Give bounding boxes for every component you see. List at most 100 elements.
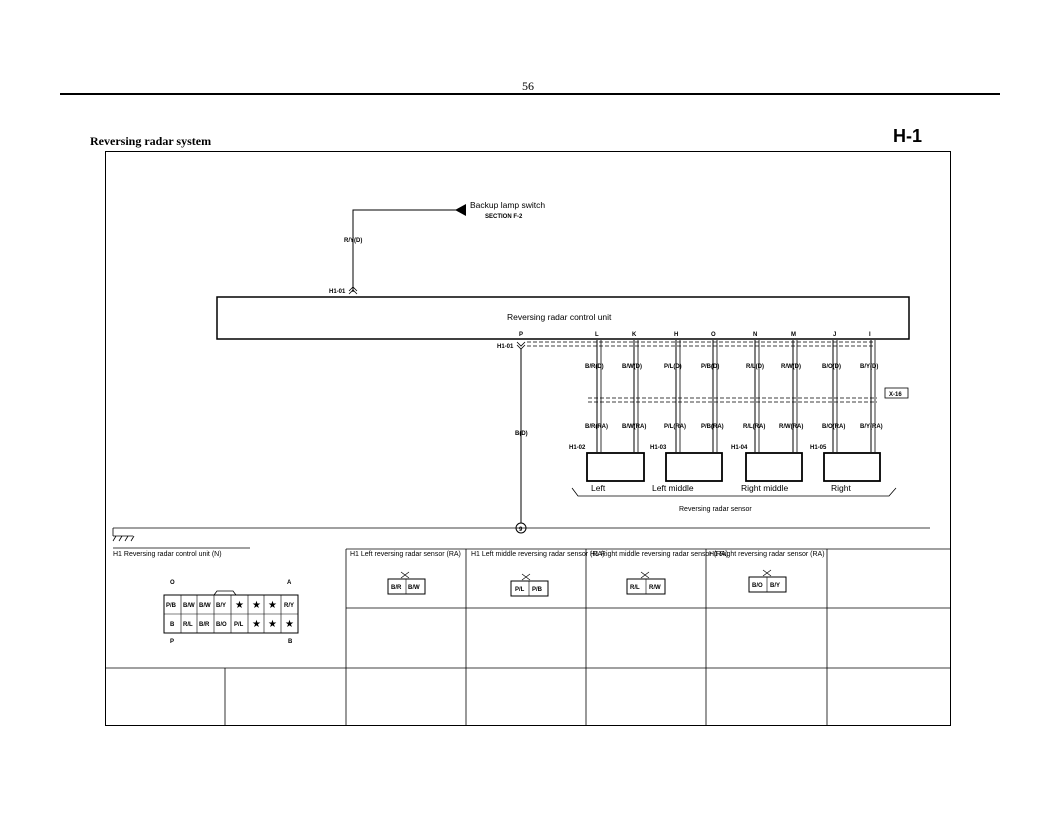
output-pin-label: K xyxy=(632,332,637,338)
sensor-box xyxy=(665,452,723,482)
pin-cell: ★ xyxy=(268,600,277,611)
pin-cell: B/R xyxy=(391,585,402,591)
switch-label: Backup lamp switch xyxy=(470,200,545,210)
output-pin-label: O xyxy=(711,332,716,338)
switch-icon xyxy=(455,204,466,216)
sensor-left-middle: H1-03 Left middle xyxy=(650,445,723,493)
sensor-box xyxy=(745,452,803,482)
wire-d-label: R/W(D) xyxy=(781,364,801,370)
wire-ra-label: B/W(RA) xyxy=(622,424,646,430)
output-pin-label: I xyxy=(869,332,871,338)
output-pin-label: N xyxy=(753,332,757,338)
pin-cell: R/L xyxy=(630,585,640,591)
pin-cell: ★ xyxy=(285,619,294,630)
switch-wire xyxy=(352,209,457,292)
pin-cell: ★ xyxy=(252,619,261,630)
output-pin-column-6: J B/O(D) B/O(RA) xyxy=(822,332,845,452)
junction-label: X-16 xyxy=(889,392,902,398)
wire-d-label: B/R(D) xyxy=(585,364,604,370)
header-rule xyxy=(60,93,1000,95)
input-wire-label: R/Y(D) xyxy=(344,238,362,244)
pin-cell: B/W xyxy=(199,603,211,609)
sensor-left: H1-02 Left xyxy=(569,445,645,493)
wire-d-label: R/L(D) xyxy=(746,364,764,370)
sensor-label: Left xyxy=(591,483,606,493)
wire-ra-label: R/L(RA) xyxy=(743,424,765,430)
output-pin-column-2: H P/L(D) P/L(RA) xyxy=(664,332,686,452)
ground-icon xyxy=(112,528,135,542)
pin-cell: P/B xyxy=(166,603,177,609)
wire-ra-label: P/B(RA) xyxy=(701,424,724,430)
output-pin-label: J xyxy=(833,332,836,338)
corner-label: A xyxy=(287,580,292,586)
pin-cell: P/L xyxy=(515,587,525,593)
wire-d-label: P/B(D) xyxy=(701,364,719,370)
sensor-connector-title: H1 Left middle reversing radar sensor (R… xyxy=(471,551,604,558)
output-pin-column-7: I B/Y(D) B/Y(RA) xyxy=(860,332,883,452)
sensor-connector-label: H1-04 xyxy=(731,445,748,451)
sensor-connector-right: H1 Right reversing radar sensor (RA) B/O… xyxy=(709,551,825,593)
harness-top xyxy=(527,341,873,347)
page-number: 56 xyxy=(522,79,534,93)
input-connector-label: H1-01 xyxy=(329,289,346,295)
pin-cell: R/Y xyxy=(284,603,294,609)
sensor-connector-label: H1-05 xyxy=(810,445,827,451)
junction-box xyxy=(884,387,909,399)
wire-ra-label: B/Y(RA) xyxy=(860,424,883,430)
output-pin-label: M xyxy=(791,332,796,338)
output-pin-column-4: N R/L(D) R/L(RA) xyxy=(743,332,765,452)
pin-cell: ★ xyxy=(235,600,244,611)
control-unit-label: Reversing radar control unit xyxy=(507,312,612,322)
input-terminal-icon xyxy=(348,286,358,295)
sensor-right: H1-05 Right xyxy=(810,445,881,493)
output-pin-label: H xyxy=(674,332,678,338)
sensor-label: Left middle xyxy=(652,483,694,493)
pin-cell: B/Y xyxy=(216,603,226,609)
output-connector-label: H1-01 xyxy=(497,344,514,350)
sensor-box xyxy=(586,452,645,482)
output-pin-column-5: M R/W(D) R/W(RA) xyxy=(779,332,803,452)
sensor-label: Right middle xyxy=(741,483,789,493)
sensor-box xyxy=(823,452,881,482)
wire-ra-label: B/R(RA) xyxy=(585,424,608,430)
ground-pin-label: P xyxy=(519,332,523,338)
pin-cell: P/B xyxy=(532,587,543,593)
pin-cell: B xyxy=(170,622,175,628)
control-unit-box xyxy=(216,296,910,340)
output-pin-column-1: K B/W(D) B/W(RA) xyxy=(622,332,646,452)
pin-cell: R/L xyxy=(183,622,193,628)
wire-ra-label: B/O(RA) xyxy=(822,424,845,430)
sensor-group-label: Reversing radar sensor xyxy=(679,506,752,513)
pin-cell: P/L xyxy=(234,622,244,628)
section-title: Reversing radar system xyxy=(90,134,212,148)
wire-ra-label: P/L(RA) xyxy=(664,424,686,430)
sensor-connector-title: H1 Right middle reversing radar sensor (… xyxy=(590,551,728,558)
wire-d-label: B/W(D) xyxy=(622,364,642,370)
sensor-label: Right xyxy=(831,483,851,493)
wire-ra-label: R/W(RA) xyxy=(779,424,803,430)
wire-d-label: B/O(D) xyxy=(822,364,841,370)
pin-cell: B/W xyxy=(408,585,420,591)
sensor-connector-title: H1 Left reversing radar sensor (RA) xyxy=(350,551,461,558)
pin-cell: B/R xyxy=(199,622,210,628)
sensor-connector-label: H1-03 xyxy=(650,445,667,451)
unit-connector-view: O A P B P/B B/W B/W B/Y ★ ★ ★ R/Y B R/L … xyxy=(163,580,299,645)
pin-cell: R/W xyxy=(649,585,661,591)
pin-cell: B/Y xyxy=(770,583,780,589)
ground-terminal-icon xyxy=(516,341,526,350)
sensor-connector-label: H1-02 xyxy=(569,445,586,451)
output-pin-column-0: L B/R(D) B/R(RA) xyxy=(585,332,608,452)
diagram-code: H-1 xyxy=(893,126,923,146)
harness-junction xyxy=(588,397,877,403)
output-pin-label: L xyxy=(595,332,599,338)
sensor-connector-left: H1 Left reversing radar sensor (RA) B/R … xyxy=(350,551,461,595)
wire-d-label: P/L(D) xyxy=(664,364,682,370)
corner-label: B xyxy=(288,639,293,645)
ground-wire-label: B(D) xyxy=(515,431,528,437)
ground-point-label: 9 xyxy=(519,527,523,533)
pin-cell: B/W xyxy=(183,603,195,609)
pin-cell: ★ xyxy=(252,600,261,611)
sensor-right-middle: H1-04 Right middle xyxy=(731,445,803,493)
pin-cell: B/O xyxy=(752,583,763,589)
